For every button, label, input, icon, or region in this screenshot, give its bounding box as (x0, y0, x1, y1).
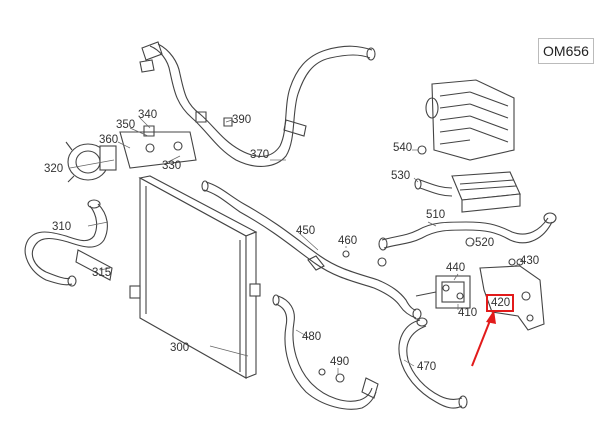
oil-cooler-530 (414, 171, 521, 213)
hose-370 (139, 41, 376, 167)
callout-430: 430 (520, 255, 540, 267)
hose-470 (398, 317, 468, 409)
callout-530: 530 (391, 170, 411, 182)
callout-410: 410 (458, 307, 478, 319)
highlight-box (486, 294, 514, 312)
fittings (318, 250, 524, 376)
callout-480: 480 (302, 331, 322, 343)
callout-390: 390 (232, 114, 252, 126)
callout-460: 460 (338, 235, 358, 247)
callout-315: 315 (92, 267, 112, 279)
model-label: OM656 (538, 38, 594, 64)
callout-340: 340 (138, 109, 158, 121)
callout-300: 300 (170, 342, 190, 354)
valve-410 (415, 275, 471, 309)
callout-540: 540 (393, 142, 413, 154)
callout-370: 370 (250, 149, 270, 161)
callout-360: 360 (99, 134, 119, 146)
hose-510 (378, 212, 557, 251)
hose-310 (24, 199, 113, 287)
callout-310: 310 (52, 221, 72, 233)
intercooler (417, 79, 515, 161)
callout-330: 330 (162, 160, 182, 172)
callout-450: 450 (296, 225, 316, 237)
radiator (129, 175, 261, 379)
callout-520: 520 (475, 237, 495, 249)
callout-350: 350 (116, 119, 136, 131)
water-pump-320 (65, 141, 117, 183)
bracket-330 (119, 111, 233, 169)
red-arrow (471, 310, 496, 367)
callout-490: 490 (330, 356, 350, 368)
callout-320: 320 (44, 163, 64, 175)
hose-450 (201, 180, 422, 320)
callout-470: 470 (417, 361, 437, 373)
callout-510: 510 (426, 209, 446, 221)
leader-lines (69, 117, 521, 374)
callout-420: 420 (491, 297, 511, 309)
hose-480 (272, 294, 379, 410)
callout-440: 440 (446, 262, 466, 274)
